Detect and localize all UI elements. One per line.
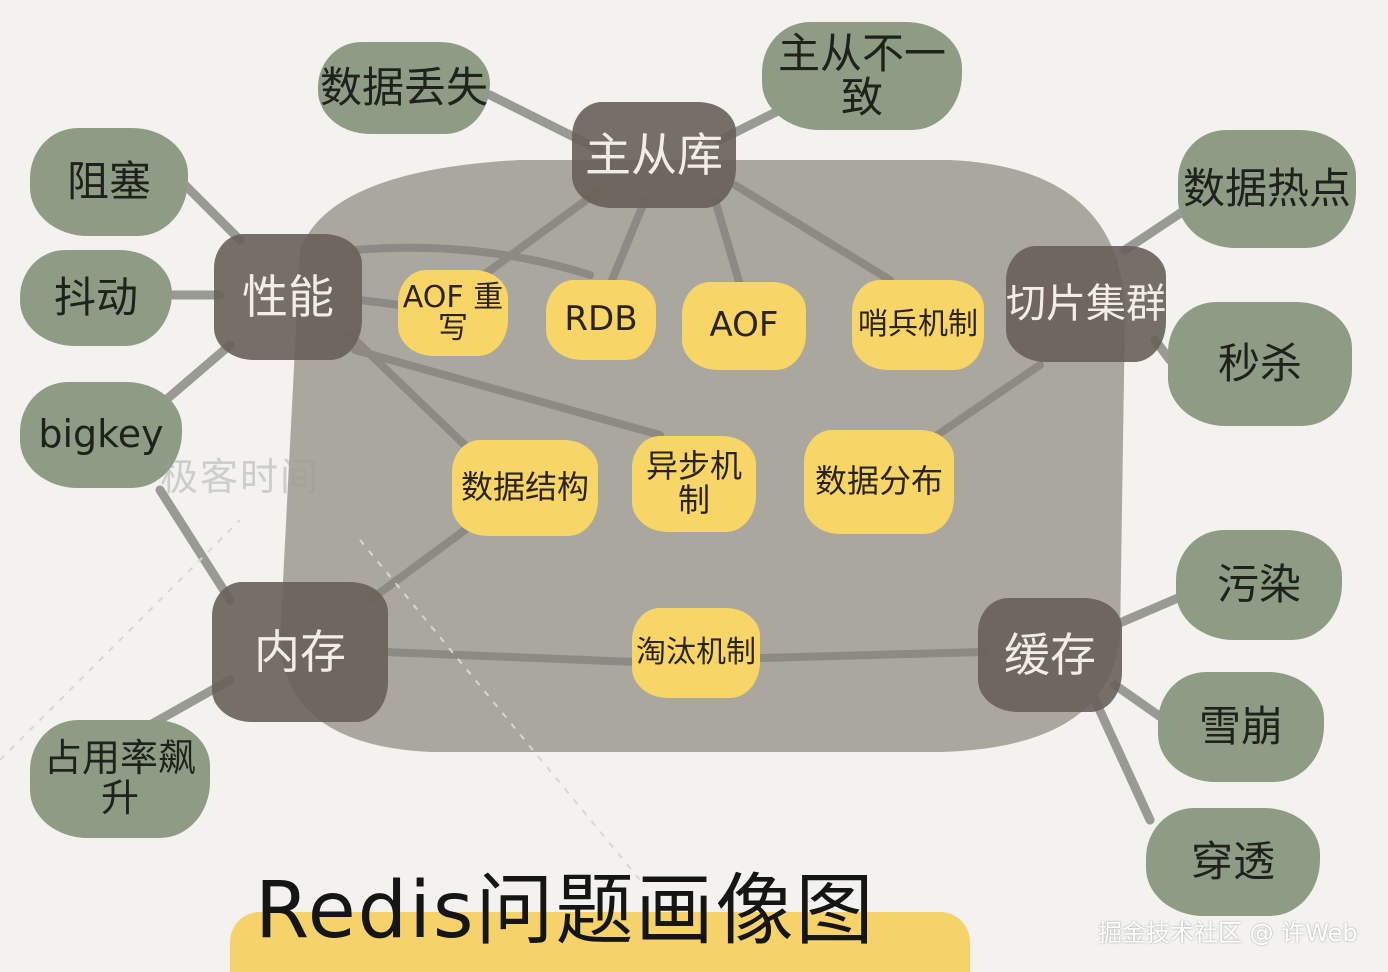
link-masterslave-aofrewrite (466, 186, 604, 289)
link-cache-penetration (1090, 695, 1155, 825)
mechanism-aof-rewrite: AOF 重写 (398, 270, 508, 356)
source-credit: 掘金技术社区 @ 许Web (1098, 919, 1358, 947)
problem-pollution: 污染 (1176, 530, 1342, 640)
problem-inconsistency: 主从不一致 (762, 22, 962, 130)
problem-hotspot: 数据热点 (1178, 130, 1356, 248)
category-master-slave: 主从库 (572, 102, 736, 208)
link-cache-eviction (756, 648, 989, 662)
link-cache-pollution (1110, 590, 1190, 630)
link-masterslave-aof (711, 196, 744, 289)
mechanism-data-structure: 数据结构 (452, 440, 598, 536)
problem-seckill: 秒杀 (1168, 302, 1352, 426)
category-sharding: 切片集群 (1006, 246, 1166, 362)
link-performance-blocking (180, 180, 245, 245)
problem-bigkey: bigkey (20, 382, 182, 488)
problem-memory-spike: 占用率飙升 (30, 720, 210, 838)
problem-avalanche: 雪崩 (1158, 672, 1324, 782)
mechanism-rdb: RDB (546, 280, 656, 360)
link-sharding-distribution (926, 361, 1044, 444)
problem-blocking: 阻塞 (30, 128, 188, 236)
link-masterslave-rdb (606, 196, 649, 289)
mechanism-eviction: 淘汰机制 (632, 608, 760, 698)
category-memory: 内存 (212, 582, 388, 722)
link-performance-rdb (351, 243, 594, 279)
link-memory-bigkey (155, 485, 235, 605)
watermark: 极客时间 (160, 455, 321, 499)
problem-penetration: 穿透 (1146, 808, 1320, 916)
link-masterslave-sentinel (731, 181, 894, 284)
mechanism-async: 异步机制 (632, 436, 756, 532)
category-cache: 缓存 (978, 598, 1122, 712)
diagram-title: Redis问题画像图 (255, 866, 876, 956)
link-performance-aofrewrite (356, 296, 404, 309)
link-cache-avalanche (1110, 680, 1170, 725)
decor-dashed-line-left (0, 519, 241, 761)
problem-data-loss: 数据丢失 (318, 42, 490, 134)
mechanism-sentinel: 哨兵机制 (852, 280, 984, 370)
category-performance: 性能 (214, 234, 362, 360)
link-performance-async (351, 346, 664, 439)
mechanism-aof: AOF (682, 282, 806, 370)
mechanism-data-distribution: 数据分布 (804, 430, 954, 534)
link-sharding-hotspot (1120, 205, 1190, 255)
decor-dashed-line-right (359, 539, 641, 881)
link-performance-bigkey (155, 340, 235, 410)
problem-jitter: 抖动 (20, 250, 172, 346)
link-memory-eviction (381, 648, 639, 666)
title-highlight (230, 912, 970, 972)
link-memory-datastructure (366, 526, 469, 604)
